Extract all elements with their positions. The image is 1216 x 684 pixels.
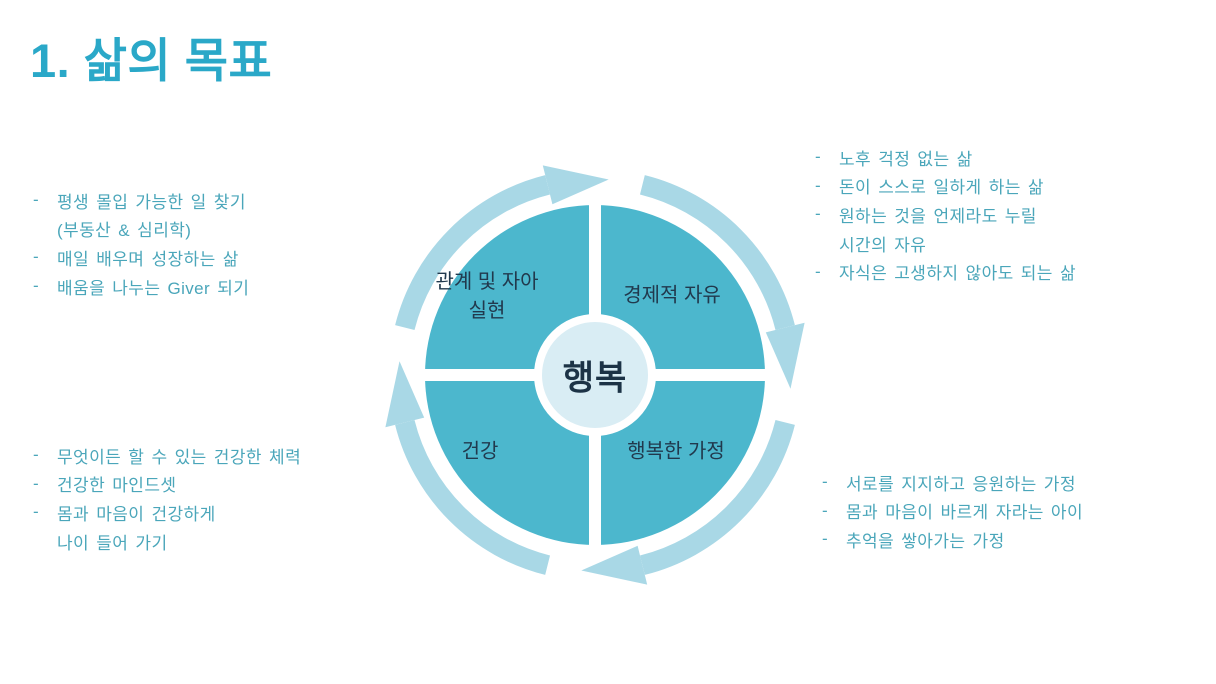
list-item-text: (부동산 & 심리학) (57, 221, 192, 241)
quadrant-label-financial-freedom: 경제적 자유 (623, 284, 721, 307)
bullet-dash: - (33, 276, 39, 296)
cycle-diagram-svg (385, 165, 805, 585)
bullet-dash: - (815, 204, 821, 224)
list-item-text: 자식은 고생하지 않아도 되는 삶 (839, 264, 1077, 284)
list-item: - 평생 몰입 가능한 일 찾기 (33, 186, 249, 215)
list-item: - 배움을 나누는 Giver 되기 (33, 272, 249, 301)
bullet-dash: - (822, 500, 828, 520)
arrowhead-right-icon (765, 322, 805, 389)
bullet-dash: - (33, 190, 39, 210)
list-item: - 노후 걱정 없는 삶 (815, 143, 1076, 172)
goal-list-work: - 평생 몰입 가능한 일 찾기 (부동산 & 심리학) - 매일 배우며 성장… (33, 186, 249, 300)
arrowhead-top-icon (542, 165, 609, 205)
bullet-dash: - (822, 529, 828, 549)
center-circle (534, 314, 656, 436)
ring-arc-top-right (639, 175, 795, 331)
list-item: 나이 들어 가기 (33, 527, 301, 556)
list-item-text: 나이 들어 가기 (57, 533, 168, 553)
list-item: - 몸과 마음이 바르게 자라는 아이 (822, 497, 1083, 526)
quadrant-label-line: 관계 및 자아 (435, 271, 539, 293)
list-item-text: 서로를 지지하고 응원하는 가정 (846, 474, 1076, 494)
quadrant-label-happy-family: 행복한 가정 (627, 440, 725, 463)
list-item: - 자식은 고생하지 않아도 되는 삶 (815, 257, 1076, 286)
list-item-text: 추억을 쌓아가는 가정 (846, 531, 1005, 551)
ring-arrows (385, 165, 805, 585)
bullet-dash: - (33, 247, 39, 267)
happiness-cycle-diagram: 관계 및 자아 실현 경제적 자유 건강 행복한 가정 행복 (365, 145, 825, 605)
list-item: - 매일 배우며 성장하는 삶 (33, 243, 249, 272)
list-item: - 돈이 스스로 일하게 하는 삶 (815, 172, 1076, 201)
bullet-dash: - (815, 175, 821, 195)
bullet-dash: - (33, 473, 39, 493)
list-item: - 무엇이든 할 수 있는 건강한 체력 (33, 441, 301, 470)
quadrant-label-relationship: 관계 및 자아 실현 (435, 268, 538, 326)
bullet-dash: - (815, 147, 821, 167)
quadrant-label-health: 건강 (461, 440, 499, 463)
center-label-happiness: 행복 (562, 359, 628, 398)
list-item: 시간의 자유 (815, 229, 1076, 258)
goal-list-health: - 무엇이든 할 수 있는 건강한 체력 - 건강한 마인드셋 - 몸과 마음이… (33, 441, 301, 555)
bullet-dash: - (33, 445, 39, 465)
list-item-text: 돈이 스스로 일하게 하는 삶 (839, 178, 1044, 198)
list-item: - 추억을 쌓아가는 가정 (822, 525, 1083, 554)
goal-list-family: - 서로를 지지하고 응원하는 가정 - 몸과 마음이 바르게 자라는 아이 -… (822, 468, 1083, 554)
arrowhead-bottom-icon (581, 545, 648, 585)
bullet-dash: - (33, 502, 39, 522)
list-item: (부동산 & 심리학) (33, 215, 249, 244)
ring-arc-bottom-left (395, 419, 551, 575)
goal-list-financial-freedom: - 노후 걱정 없는 삶 - 돈이 스스로 일하게 하는 삶 - 원하는 것을 … (815, 143, 1076, 286)
list-item-text: 배움을 나누는 Giver 되기 (57, 278, 250, 298)
list-item-text: 몸과 마음이 바르게 자라는 아이 (846, 503, 1084, 523)
bullet-dash: - (815, 261, 821, 281)
page-title: 1. 삶의 목표 (30, 34, 273, 87)
list-item-text: 노후 걱정 없는 삶 (839, 149, 973, 169)
list-item-text: 몸과 마음이 건강하게 (57, 504, 216, 524)
list-item-text: 매일 배우며 성장하는 삶 (57, 249, 239, 269)
quadrant-label-line: 실현 (468, 300, 506, 322)
ring-arc-bottom-right (639, 419, 795, 575)
arrowhead-left-icon (385, 361, 425, 428)
list-item: - 원하는 것을 언제라도 누릴 (815, 200, 1076, 229)
list-item-text: 원하는 것을 언제라도 누릴 (839, 206, 1037, 226)
list-item: - 건강한 마인드셋 (33, 470, 301, 499)
list-item-text: 평생 몰입 가능한 일 찾기 (57, 192, 246, 212)
list-item-text: 건강한 마인드셋 (57, 476, 177, 496)
list-item: - 서로를 지지하고 응원하는 가정 (822, 468, 1083, 497)
list-item-text: 무엇이든 할 수 있는 건강한 체력 (57, 447, 302, 467)
ring-arc-top-left (395, 175, 551, 331)
list-item-text: 시간의 자유 (839, 235, 927, 255)
list-item: - 몸과 마음이 건강하게 (33, 498, 301, 527)
bullet-dash: - (822, 472, 828, 492)
